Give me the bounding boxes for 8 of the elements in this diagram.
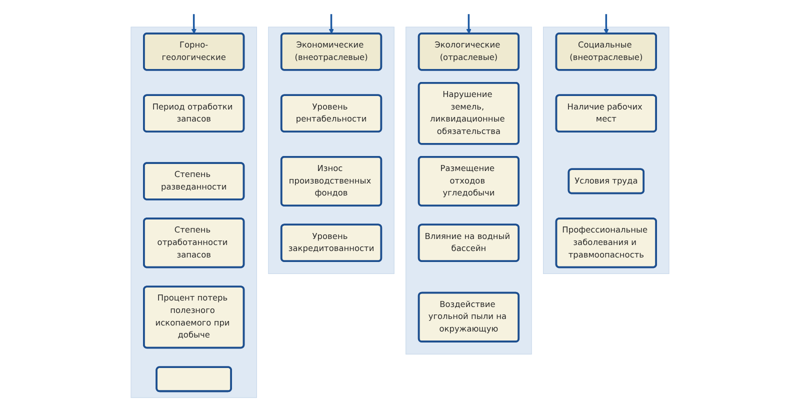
cluster xyxy=(543,26,670,274)
arrow xyxy=(328,14,334,34)
arrow xyxy=(191,14,196,34)
cluster xyxy=(268,26,394,274)
arrow xyxy=(466,14,472,34)
cluster xyxy=(406,26,532,354)
cluster xyxy=(130,26,257,398)
arrow xyxy=(604,14,609,34)
